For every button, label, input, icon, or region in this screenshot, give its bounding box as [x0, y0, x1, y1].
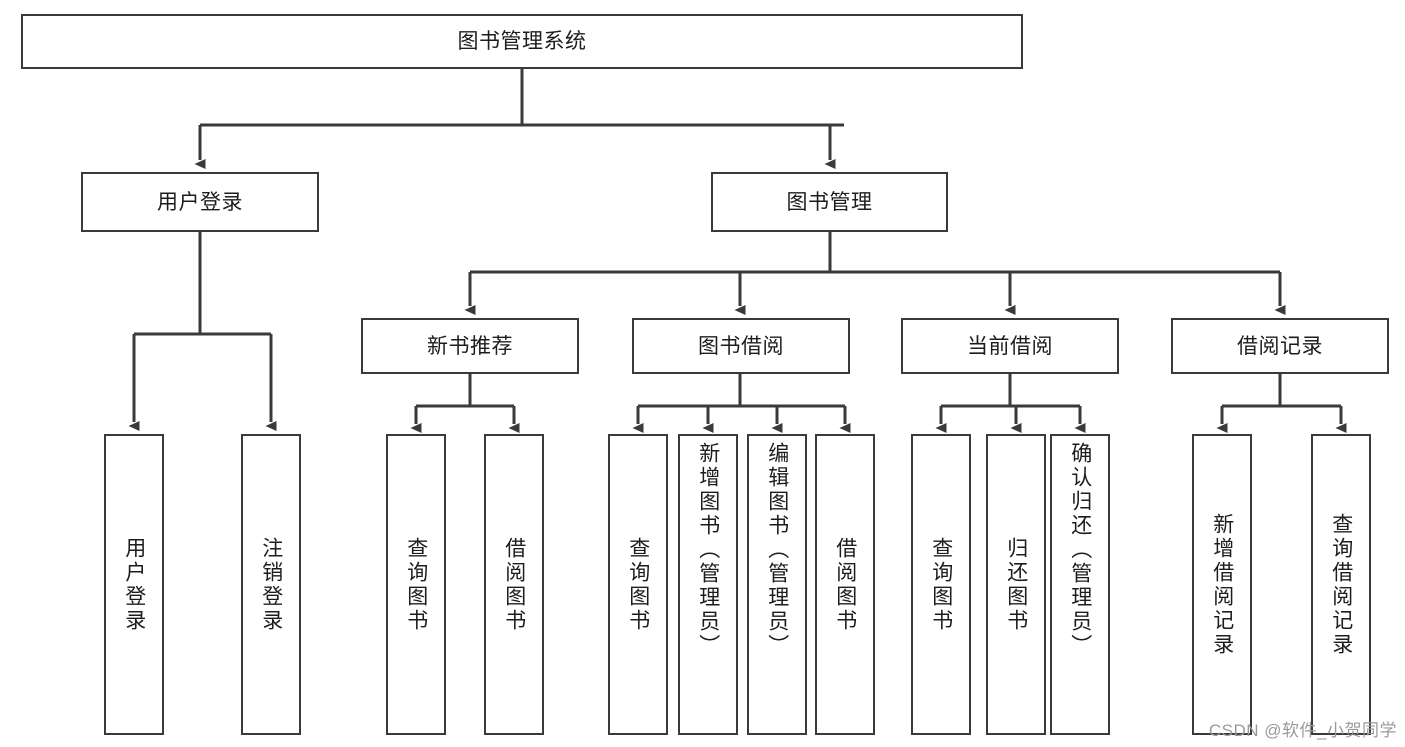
- node-leaf-logout[interactable]: 注销登录: [241, 434, 301, 735]
- node-leaf-borrow-book-2-label: 借阅图书: [833, 536, 857, 633]
- node-leaf-add-book[interactable]: 新增图书（管理员）: [678, 434, 738, 735]
- node-leaf-confirm-return-label: 确认归还（管理员）: [1068, 442, 1092, 658]
- node-leaf-logout-label: 注销登录: [259, 536, 283, 633]
- node-leaf-query-book-3[interactable]: 查询图书: [911, 434, 971, 735]
- node-leaf-query-book-1-label: 查询图书: [404, 536, 428, 633]
- node-leaf-query-book-2-label: 查询图书: [626, 536, 650, 633]
- node-user-login[interactable]: 用户登录: [81, 172, 319, 232]
- node-new-book-rec-label: 新书推荐: [427, 334, 513, 358]
- csdn-watermark: CSDN @软件_小贺同学: [1208, 721, 1397, 740]
- node-leaf-add-record[interactable]: 新增借阅记录: [1192, 434, 1252, 735]
- node-leaf-edit-book[interactable]: 编辑图书（管理员）: [747, 434, 807, 735]
- node-user-login-label: 用户登录: [157, 190, 243, 214]
- node-leaf-edit-book-label: 编辑图书（管理员）: [765, 442, 789, 658]
- node-root[interactable]: 图书管理系统: [21, 14, 1023, 69]
- node-root-label: 图书管理系统: [457, 30, 587, 53]
- node-borrow-record-label: 借阅记录: [1237, 334, 1323, 358]
- node-leaf-query-record[interactable]: 查询借阅记录: [1311, 434, 1371, 735]
- node-leaf-confirm-return[interactable]: 确认归还（管理员）: [1050, 434, 1110, 735]
- node-leaf-query-book-1[interactable]: 查询图书: [386, 434, 446, 735]
- node-book-borrow[interactable]: 图书借阅: [632, 318, 850, 374]
- node-leaf-query-book-2[interactable]: 查询图书: [608, 434, 668, 735]
- node-new-book-rec[interactable]: 新书推荐: [361, 318, 579, 374]
- node-leaf-user-login[interactable]: 用户登录: [104, 434, 164, 735]
- node-book-manage-label: 图书管理: [786, 190, 873, 214]
- node-current-borrow[interactable]: 当前借阅: [901, 318, 1119, 374]
- node-book-manage[interactable]: 图书管理: [711, 172, 948, 232]
- node-leaf-query-record-label: 查询借阅记录: [1329, 512, 1353, 657]
- node-leaf-return-book-label: 归还图书: [1004, 536, 1028, 633]
- node-leaf-add-record-label: 新增借阅记录: [1210, 512, 1234, 657]
- node-leaf-query-book-3-label: 查询图书: [929, 536, 953, 633]
- node-leaf-borrow-book-1-label: 借阅图书: [502, 536, 526, 633]
- node-leaf-borrow-book-2[interactable]: 借阅图书: [815, 434, 875, 735]
- node-leaf-add-book-label: 新增图书（管理员）: [696, 442, 720, 658]
- node-leaf-borrow-book-1[interactable]: 借阅图书: [484, 434, 544, 735]
- node-leaf-user-login-label: 用户登录: [122, 536, 146, 633]
- node-borrow-record[interactable]: 借阅记录: [1171, 318, 1389, 374]
- node-book-borrow-label: 图书借阅: [698, 334, 784, 358]
- node-current-borrow-label: 当前借阅: [967, 334, 1053, 358]
- node-leaf-return-book[interactable]: 归还图书: [986, 434, 1046, 735]
